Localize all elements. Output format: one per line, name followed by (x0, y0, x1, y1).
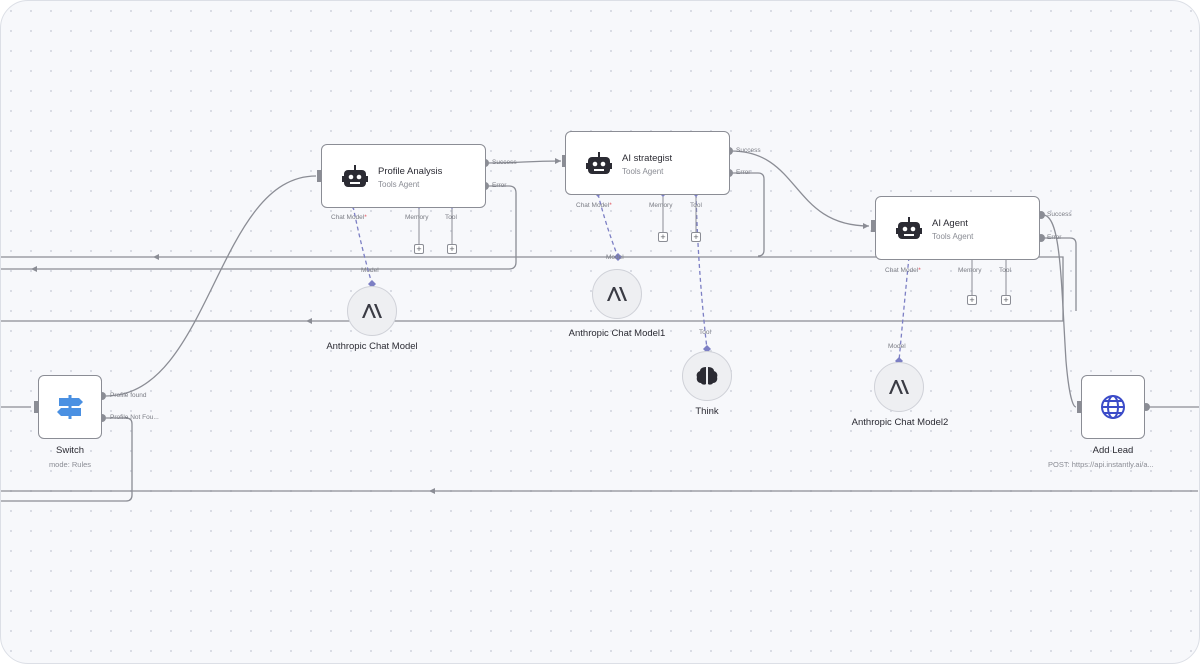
node-subtitle: POST: https://api.instantly.ai/a... (1048, 460, 1154, 469)
output-label-error: Error (736, 169, 751, 176)
add-memory-button[interactable]: + (658, 232, 668, 242)
node-anthropic-chat-model2[interactable] (874, 362, 924, 412)
node-title: Profile Analysis (378, 166, 443, 177)
add-tool-button[interactable]: + (691, 232, 701, 242)
wire-strategist-error (731, 172, 765, 257)
robot-icon (896, 217, 922, 239)
port-label-chat-model: Chat Model* (576, 202, 612, 209)
wire-profile-to-strategist (485, 160, 562, 164)
node-title: Anthropic Chat Model1 (568, 328, 666, 339)
node-ai-agent[interactable]: AI Agent Tools Agent (875, 196, 1040, 260)
anthropic-icon (607, 287, 627, 301)
node-anthropic-chat-model[interactable] (347, 286, 397, 336)
port-label-chat-model: Chat Model* (885, 267, 921, 274)
port-label-model: Model (888, 343, 906, 350)
node-title: AI Agent (932, 218, 968, 229)
wire-loop-2 (1, 185, 517, 270)
wire-dashed-model-2 (597, 193, 619, 258)
brain-icon (696, 367, 718, 385)
wire-dashed-model-1 (352, 205, 373, 285)
wire-dashed-model-3 (898, 256, 910, 362)
robot-icon (586, 152, 612, 174)
output-label-success: Success (736, 147, 761, 154)
wire-agent-to-addlead (1042, 214, 1077, 408)
anthropic-icon (889, 380, 909, 394)
node-subtitle: Tools Agent (932, 232, 974, 241)
wire-strategist-to-agent (730, 150, 870, 227)
node-add-lead[interactable] (1081, 375, 1145, 439)
port-label-memory: Memory (649, 202, 673, 209)
port-label-tool: Tool (445, 214, 457, 221)
add-memory-button[interactable]: + (414, 244, 424, 254)
wire-switch-not-found (1, 417, 133, 502)
anthropic-icon (362, 304, 382, 318)
node-subtitle: Tools Agent (622, 167, 664, 176)
node-subtitle: Tools Agent (378, 180, 420, 189)
node-subtitle: mode: Rules (48, 460, 92, 469)
node-title: AI strategist (622, 153, 673, 164)
add-tool-button[interactable]: + (447, 244, 457, 254)
node-switch[interactable] (38, 375, 102, 439)
port-label-chat-model: Chat Model* (331, 214, 367, 221)
signpost-icon (57, 395, 83, 419)
robot-icon (342, 165, 368, 187)
port-label-memory: Memory (958, 267, 982, 274)
node-title: Anthropic Chat Model (326, 341, 418, 352)
output-label-profile-not-found: Profile Not Fou... (110, 414, 159, 421)
node-profile-analysis[interactable]: Profile Analysis Tools Agent (321, 144, 486, 208)
port-label-memory: Memory (405, 214, 429, 221)
globe-icon (1101, 395, 1125, 419)
node-title: Anthropic Chat Model2 (851, 417, 949, 428)
node-title: Add Lead (1092, 445, 1134, 456)
node-think[interactable] (682, 351, 732, 401)
output-label-success: Success (1047, 211, 1072, 218)
port-label-tool: Tool (690, 202, 702, 209)
output-label-success: Success (492, 159, 517, 166)
port-label-tool: Tool (999, 267, 1011, 274)
output-label-error: Error (492, 182, 507, 189)
add-tool-button[interactable]: + (1001, 295, 1011, 305)
output-label-profile-found: Profile found (110, 392, 147, 399)
port-label-model: Model (361, 267, 379, 274)
output-label-error: Error (1047, 234, 1062, 241)
port-label-model: Model (606, 254, 624, 261)
wire-agent-error (1043, 237, 1077, 311)
wire-switch-to-profile (105, 175, 317, 397)
node-title: Switch (56, 445, 84, 456)
wire-dashed-tool-think (695, 193, 708, 350)
node-ai-strategist[interactable]: AI strategist Tools Agent (565, 131, 730, 195)
node-title: Think (695, 406, 719, 417)
wire-loop-1 (1, 256, 1064, 322)
node-anthropic-chat-model1[interactable] (592, 269, 642, 319)
add-memory-button[interactable]: + (967, 295, 977, 305)
port-label-tool: Tool (699, 329, 711, 336)
